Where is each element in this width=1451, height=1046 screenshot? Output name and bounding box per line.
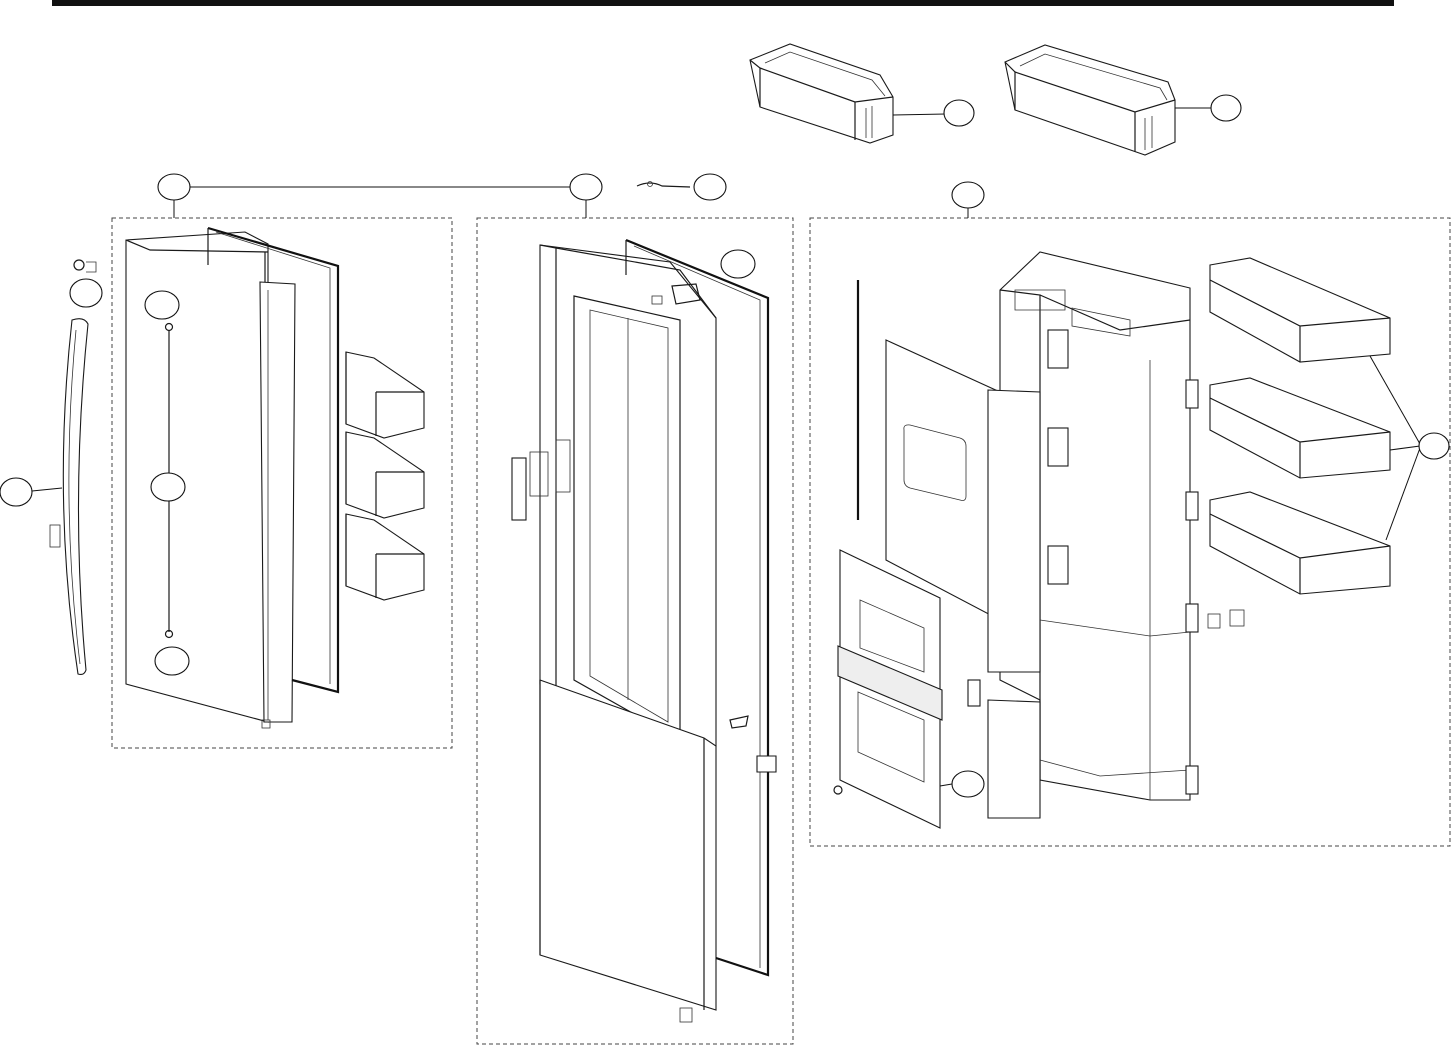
- callout-bin-top-right: [1211, 95, 1241, 121]
- callout-door-liner-assembly: [952, 182, 984, 208]
- callout-panel-assembly: [952, 771, 984, 797]
- callout-right-door-assembly: [570, 174, 602, 200]
- door-handle: [50, 319, 88, 675]
- callout-bin-top-left: [944, 100, 974, 126]
- top-door-bin-right: [1005, 45, 1175, 155]
- right-door-panel: [512, 245, 716, 1022]
- liner-door-bins: [1208, 258, 1390, 628]
- upper-cover-panel: [886, 340, 1000, 620]
- door-liner-body: [968, 252, 1198, 818]
- callout-handle: [0, 478, 32, 506]
- lower-cover-panel: [834, 550, 942, 828]
- callout-left-hinge-pin-top: [145, 291, 179, 319]
- left-door-shelves: [346, 352, 424, 600]
- callout-hinge-part: [694, 174, 726, 200]
- callout-left-hinge-pin-bottom: [155, 647, 189, 675]
- callout-right-door-gasket: [721, 250, 755, 278]
- callout-left-door-rod: [151, 473, 185, 501]
- header-rule: [52, 0, 1394, 6]
- callout-door-bins: [1419, 433, 1449, 459]
- cap-screw-part: [74, 260, 96, 272]
- callout-left-door-assembly: [158, 174, 190, 200]
- top-door-bin-left: [750, 44, 893, 143]
- hinge-small-part: [637, 182, 690, 188]
- callout-cap-screw: [70, 279, 102, 307]
